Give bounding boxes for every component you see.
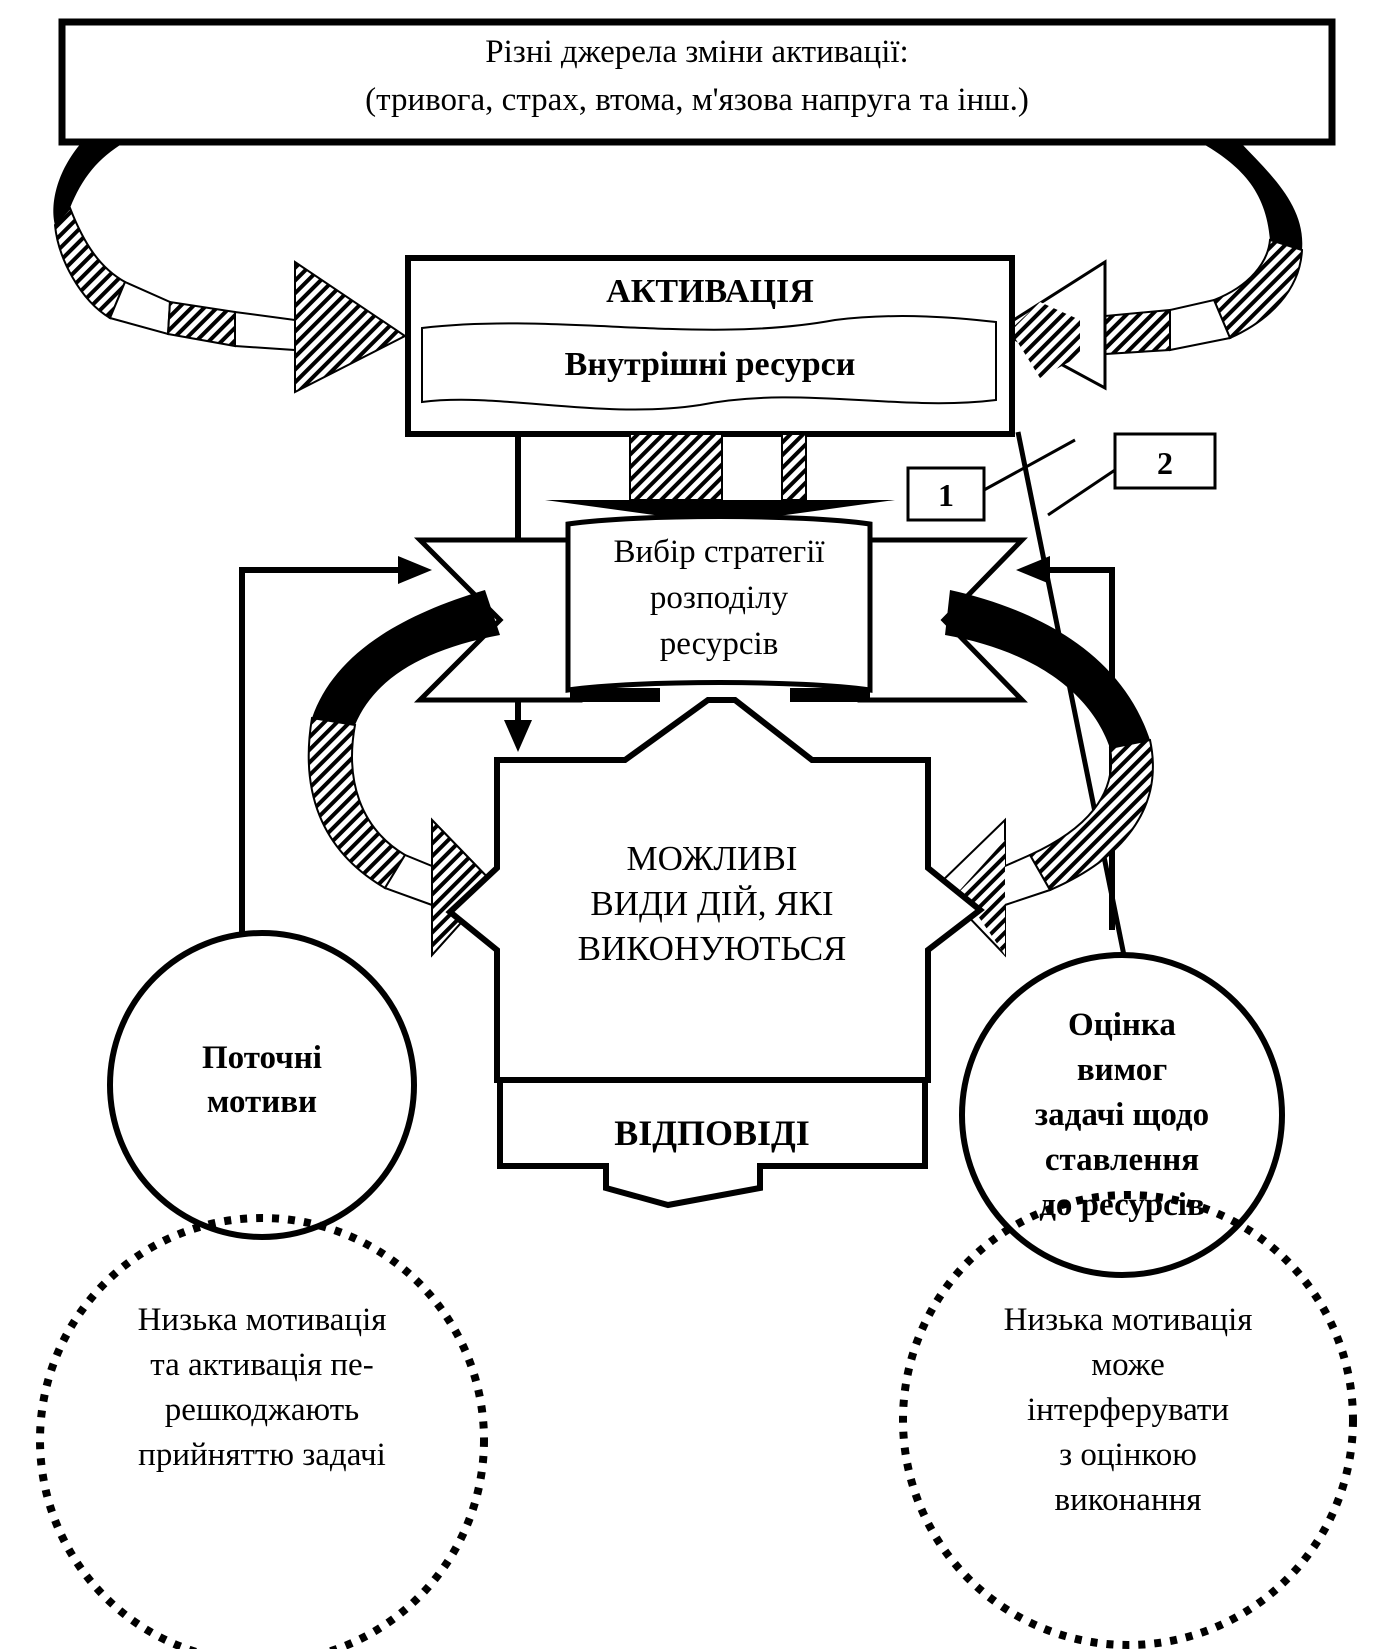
- resources-label: Внутрішні ресурси: [565, 346, 856, 383]
- low-right-line-2: може: [1091, 1347, 1165, 1383]
- strategy-line-1: Вибір стратегії: [613, 534, 825, 570]
- actions-line-1: МОЖЛИВІ: [627, 839, 798, 878]
- label-1: 1: [938, 477, 954, 513]
- curved-arrow-top-right: [995, 142, 1304, 391]
- actions-line-3: ВИКОНУЮТЬСЯ: [578, 929, 847, 968]
- responses-output: ВІДПОВІДІ: [497, 1077, 928, 1209]
- curved-arrow-mid-left: [307, 590, 500, 958]
- evaluation-line-1: Оцінка: [1068, 1007, 1176, 1043]
- sources-box: Різні джерела зміни активації: (тривога,…: [58, 18, 1336, 146]
- low-right-line-5: виконання: [1055, 1482, 1202, 1518]
- low-motivation-right-circle: Низька мотивація може інтерферувати з оц…: [899, 1191, 1357, 1649]
- low-left-line-4: прийняттю задачі: [138, 1437, 386, 1473]
- evaluation-circle: Оцінка вимог задачі щодо ставлення до ре…: [959, 952, 1285, 1278]
- strategy-line-3: ресурсів: [660, 626, 779, 662]
- curved-arrow-mid-right: [936, 590, 1154, 958]
- motives-circle: Поточні мотиви: [107, 930, 417, 1240]
- low-left-line-2: та активація пе-: [150, 1347, 373, 1383]
- sources-line-2: (тривога, страх, втома, м'язова напруга …: [365, 82, 1029, 118]
- actions-line-2: ВИДИ ДІЙ, ЯКІ: [590, 884, 833, 923]
- low-left-line-3: решкоджають: [165, 1392, 359, 1428]
- motives-line-2: мотиви: [207, 1084, 317, 1120]
- label-1-box: 1: [906, 438, 1076, 522]
- activation-title: АКТИВАЦІЯ: [606, 273, 814, 310]
- strategy-box: Вибір стратегії розподілу ресурсів: [565, 514, 873, 702]
- responses-label: ВІДПОВІДІ: [614, 1113, 810, 1153]
- strategy-bow: [413, 537, 1028, 703]
- evaluation-line-2: вимог: [1077, 1052, 1167, 1088]
- strategy-line-2: розподілу: [650, 580, 789, 616]
- actions-box: МОЖЛИВІ ВИДИ ДІЙ, ЯКІ ВИКОНУЮТЬСЯ: [445, 697, 985, 1083]
- evaluation-line-3: задачі щодо: [1035, 1097, 1209, 1133]
- activation-box: АКТИВАЦІЯ Внутрішні ресурси: [405, 255, 1015, 437]
- low-left-line-1: Низька мотивація: [138, 1302, 387, 1338]
- low-right-line-1: Низька мотивація: [1004, 1302, 1253, 1338]
- sources-line-1: Різні джерела зміни активації:: [485, 34, 908, 70]
- low-motivation-left-circle: Низька мотивація та активація пе- решкод…: [36, 1214, 488, 1649]
- curved-arrow-top-left: [53, 142, 407, 394]
- label-2: 2: [1157, 445, 1173, 481]
- label-2-box: 2: [1047, 432, 1217, 517]
- evaluation-line-4: ставлення: [1045, 1142, 1199, 1178]
- motives-line-1: Поточні: [202, 1040, 322, 1076]
- motives-to-strategy-connector: [239, 556, 432, 935]
- low-right-line-3: інтерферувати: [1027, 1392, 1229, 1428]
- low-right-line-4: з оцінкою: [1059, 1437, 1197, 1473]
